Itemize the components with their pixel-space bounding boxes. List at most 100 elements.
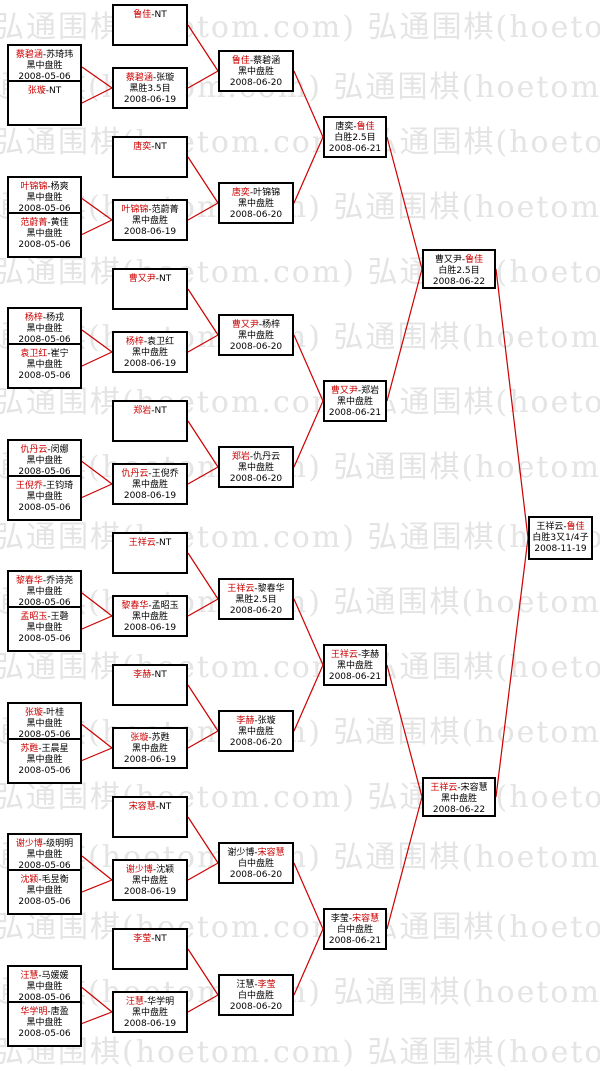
player-name: 蔡碧涵 <box>125 73 153 83</box>
player-name: 闵娜 <box>50 444 69 455</box>
bracket-connector-line <box>187 862 219 881</box>
match-result: 黑胜2.5目 <box>235 595 277 605</box>
match-date: 2008-11-19 <box>534 544 587 554</box>
bracket-connector-line <box>81 87 113 104</box>
vs-separator: - <box>152 865 157 875</box>
match-players: 袁卫红-崔宁 <box>9 349 80 360</box>
match-result: 黑中盘胜 <box>131 744 168 754</box>
vs-separator: - <box>38 743 42 754</box>
bracket-connector-line <box>187 994 219 1013</box>
match-date: 2008-06-20 <box>229 78 283 88</box>
vs-separator: - <box>254 716 258 726</box>
player-name: 华学明 <box>147 997 175 1007</box>
player-name: 王祥云 <box>128 538 156 548</box>
match-date: 2008-05-06 <box>18 861 71 871</box>
player-name: 谢少博 <box>125 865 153 875</box>
player-name: 郑岩 <box>361 386 380 396</box>
bracket-connector-line <box>386 268 423 402</box>
match-date: 2008-05-06 <box>18 239 71 250</box>
vs-separator: - <box>151 406 155 416</box>
player-name: 沈颖 <box>20 875 39 885</box>
bracket-connector-line <box>187 466 219 485</box>
vs-separator: - <box>38 875 42 885</box>
match-players: 唐奕-NT <box>114 142 186 153</box>
vs-separator: - <box>249 188 254 198</box>
player-name: 袁卫红 <box>147 337 175 347</box>
bracket-connector-line <box>495 537 529 798</box>
match-players: 仇丹云-闵娜 <box>9 445 80 456</box>
match-players: 王祥云-李赫 <box>325 650 385 661</box>
vs-separator: - <box>152 73 157 83</box>
player-name: 张璇 <box>156 73 175 83</box>
match-players: 鲁佳-蔡碧涵 <box>220 56 292 67</box>
match-players: 黎春华-孟昭玉 <box>114 601 186 612</box>
player-name: 苏甦 <box>20 743 39 754</box>
match-players: 鲁佳-NT <box>114 10 186 21</box>
vs-separator: - <box>42 839 47 849</box>
vs-separator: - <box>151 142 155 152</box>
match-date: 2008-06-19 <box>123 887 177 897</box>
vs-separator: - <box>151 10 155 20</box>
match-result: 白胜2.5目 <box>438 266 480 276</box>
bracket-connector-line <box>187 24 219 72</box>
vs-separator: - <box>563 522 567 532</box>
match-players: 孟昭玉-王磬 <box>9 612 80 623</box>
match-players: 苏甦-王晨星 <box>9 744 80 755</box>
match-date: 2008-06-22 <box>432 805 486 815</box>
match-players: 唐奕-鲁佳 <box>325 122 385 133</box>
bracket-connector-line <box>293 664 324 732</box>
match-result: 黑中盘胜 <box>440 794 477 804</box>
vs-separator: - <box>47 349 51 359</box>
match-players: 蔡碧涵-苏琦玮 <box>9 50 80 61</box>
match-date: 2008-05-06 <box>18 992 71 1003</box>
match-result: 黑中盘胜 <box>26 491 63 502</box>
bracket-connector-line <box>187 334 219 353</box>
match-players: 汪慧-李莹 <box>220 980 292 991</box>
match-result: 白胜2.5目 <box>334 133 376 143</box>
vs-separator: - <box>155 274 160 284</box>
match-players: 郑岩-仇丹云 <box>220 452 292 463</box>
player-name: 鲁佳 <box>465 255 484 265</box>
match-players: 谢少博-级明明 <box>9 839 80 850</box>
match-players: 张璇-叶桂 <box>9 708 80 719</box>
match-result: 黑中盘胜 <box>131 612 168 622</box>
vs-separator: - <box>42 707 47 718</box>
bracket-connector-line <box>293 400 324 468</box>
player-name: 苏琦玮 <box>46 50 74 60</box>
match-players: 叶锦锦-杨爽 <box>9 182 80 193</box>
player-name: 叶锦锦 <box>20 181 48 192</box>
player-name: 马媛媛 <box>41 970 69 981</box>
match-players: 杨梓-杨戎 <box>9 313 80 324</box>
player-name: 叶锦锦 <box>253 188 281 198</box>
player-name: 汪慧 <box>236 980 255 990</box>
match-date: 2008-05-06 <box>18 1028 71 1039</box>
player-name: 乔诗尧 <box>46 576 74 586</box>
player-name: 杨爽 <box>50 181 69 192</box>
player-name: 范蔚菁 <box>20 217 48 228</box>
vs-separator: - <box>151 934 155 944</box>
player-name: 王倪乔 <box>151 469 179 479</box>
match-result: 黑中盘胜 <box>26 718 63 729</box>
player-name: 蔡碧涵 <box>253 56 281 66</box>
match-players: 李莹-宋容慧 <box>325 914 385 925</box>
match-players: 王倪乔-王钧琦 <box>9 481 80 492</box>
match-date: 2008-06-20 <box>229 342 283 352</box>
vs-separator: - <box>47 612 51 622</box>
match-date: 2008-05-06 <box>18 203 71 214</box>
player-name: 仇丹云 <box>20 444 48 455</box>
player-name: 黎春华 <box>15 576 43 586</box>
match-players: 汪慧-马媛媛 <box>9 971 80 982</box>
vs-separator: - <box>47 1006 51 1017</box>
vs-separator: - <box>42 576 47 586</box>
match-players: 李莹-NT <box>114 934 186 945</box>
vs-separator: - <box>155 538 160 548</box>
player-name: 王祥云 <box>227 584 255 594</box>
bracket-connector-line <box>386 796 423 930</box>
match-result: 黑中盘胜 <box>26 981 63 992</box>
